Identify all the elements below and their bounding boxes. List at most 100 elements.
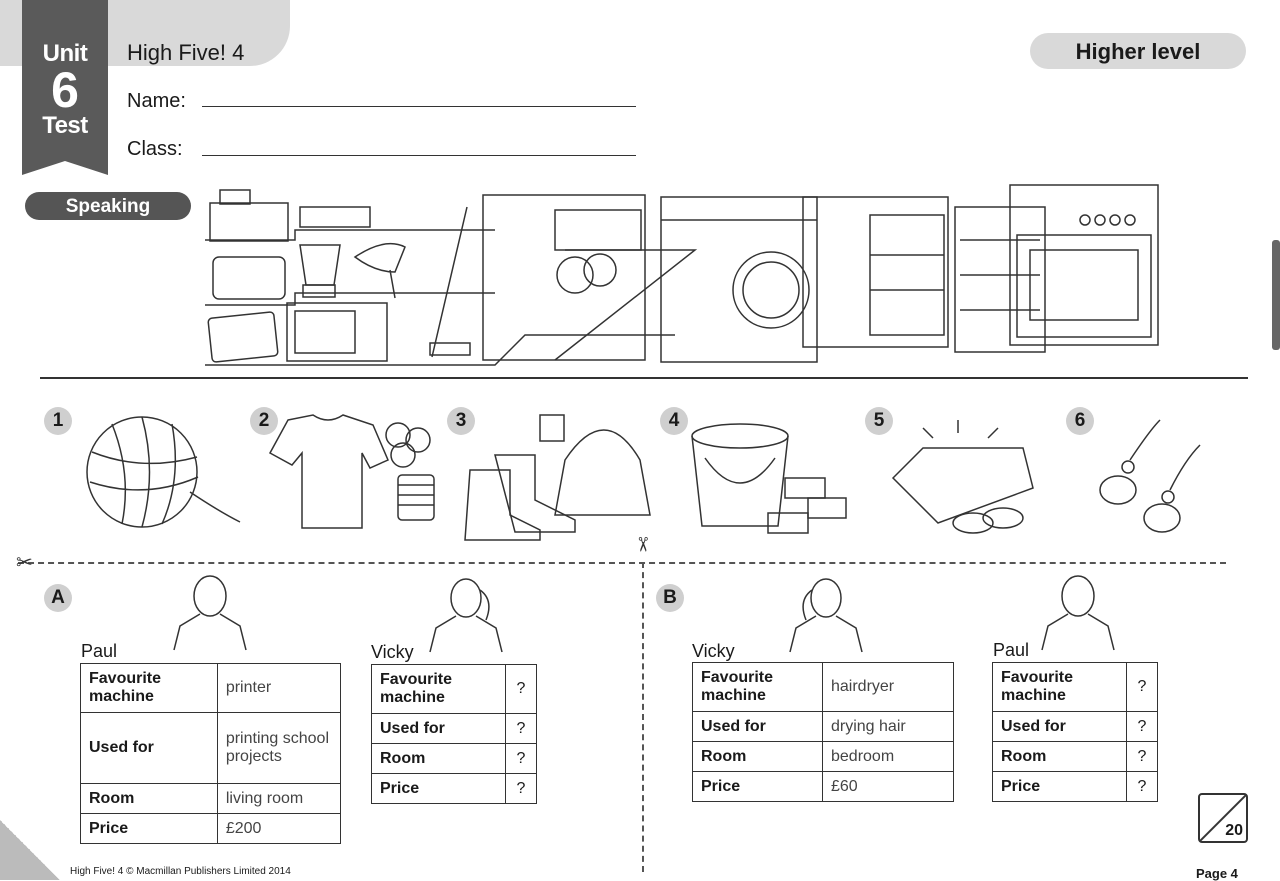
row-key: Used for	[992, 711, 1127, 742]
card-b-left-name: Vicky	[692, 641, 735, 661]
row-value: ?	[1126, 711, 1158, 742]
row-value: hairdryer	[822, 662, 954, 712]
boy-avatar	[1040, 570, 1116, 650]
unit-word: Unit	[42, 40, 88, 67]
scissors-icon: ✂	[16, 552, 33, 574]
row-value: ?	[505, 713, 537, 744]
score-value: 20	[1225, 822, 1243, 839]
score-badge: 20	[1198, 793, 1248, 843]
row-value: printing school projects	[216, 712, 342, 784]
unit-tab: Unit 6 Test	[22, 0, 108, 175]
washing-machine-icon	[661, 197, 817, 362]
row-value: ?	[505, 773, 537, 804]
row-key: Room	[371, 743, 506, 774]
row-key: Favourite machine	[80, 663, 218, 713]
table-row: Room?	[992, 741, 1158, 772]
row-value: ?	[1126, 771, 1158, 802]
unit-number: 6	[51, 62, 79, 118]
table-row: Price£60	[692, 771, 954, 802]
table-row: Used for?	[992, 711, 1158, 742]
page-number: Page 4	[1196, 866, 1238, 881]
vacuum-icon	[430, 207, 470, 357]
row-key: Used for	[371, 713, 506, 744]
girl-avatar	[788, 572, 864, 652]
table-row: Price?	[992, 771, 1158, 802]
table-row: Price?	[371, 773, 537, 804]
scissors-icon: ✂	[630, 536, 653, 553]
card-b-right-table: Favourite machine? Used for? Room? Price…	[992, 662, 1158, 802]
card-b-letter: B	[656, 584, 684, 612]
section-divider	[40, 377, 1248, 379]
card-a-left-name: Paul	[81, 641, 118, 661]
row-key: Price	[692, 771, 823, 802]
row-value: printer	[216, 663, 342, 713]
name-label: Name:	[127, 90, 186, 112]
item-number-3: 3	[447, 407, 475, 435]
row-value: ?	[505, 743, 537, 774]
tablet-icon	[208, 312, 278, 363]
row-value: bedroom	[822, 741, 954, 772]
vertical-cut-line	[642, 562, 644, 872]
row-key: Room	[80, 783, 218, 814]
name-line[interactable]	[202, 106, 636, 107]
row-key: Room	[992, 741, 1127, 772]
microwave-icon	[287, 303, 387, 361]
row-key: Favourite machine	[992, 662, 1127, 712]
row-key: Favourite machine	[692, 662, 823, 712]
item-number-1: 1	[44, 407, 72, 435]
table-row: Price£200	[80, 813, 342, 844]
table-row: Room?	[371, 743, 537, 774]
row-key: Price	[371, 773, 506, 804]
printer-icon	[210, 203, 288, 241]
scanner-icon	[300, 207, 370, 227]
boy-avatar	[172, 570, 248, 650]
card-a-right-table: Favourite machine? Used for? Room? Price…	[371, 664, 537, 804]
cut-line	[18, 562, 1226, 564]
row-value: ?	[1126, 662, 1158, 712]
row-value: £200	[216, 813, 342, 844]
row-value: drying hair	[822, 711, 954, 742]
dishwasher-icon	[483, 195, 645, 360]
row-value: living room	[216, 783, 342, 814]
card-a-right-name: Vicky	[371, 642, 414, 662]
class-label: Class:	[127, 138, 183, 160]
plastic-bucket-bricks-icon	[690, 418, 850, 543]
leather-boots-bag-icon	[465, 410, 655, 545]
class-line[interactable]	[202, 155, 636, 156]
card-b-right-name: Paul	[993, 640, 1030, 660]
page-edge-mark	[1272, 240, 1280, 350]
appliances-illustration	[205, 185, 1165, 370]
table-row: Favourite machine?	[992, 662, 1158, 712]
item-number-6: 6	[1066, 407, 1094, 435]
photocopiable-corner	[0, 820, 60, 880]
level-badge: Higher level	[1030, 33, 1246, 69]
item-number-2: 2	[250, 407, 278, 435]
item-number-5: 5	[865, 407, 893, 435]
copyright-text: High Five! 4 © Macmillan Publishers Limi…	[70, 866, 291, 877]
row-value: ?	[505, 664, 537, 714]
hairdryer-icon	[355, 244, 405, 298]
row-key: Room	[692, 741, 823, 772]
table-row: Favourite machine?	[371, 664, 537, 714]
item-number-4: 4	[660, 407, 688, 435]
card-a-letter: A	[44, 584, 72, 612]
fridge-icon	[803, 197, 948, 347]
row-value: ?	[1126, 741, 1158, 772]
cotton-tshirt-icon	[258, 410, 448, 540]
earrings-icon	[1090, 415, 1230, 540]
wool-ball-icon	[82, 412, 247, 542]
row-key: Used for	[692, 711, 823, 742]
row-key: Used for	[80, 712, 218, 784]
row-key: Price	[992, 771, 1127, 802]
test-word: Test	[42, 112, 88, 139]
row-value: £60	[822, 771, 954, 802]
girl-avatar	[428, 572, 504, 652]
